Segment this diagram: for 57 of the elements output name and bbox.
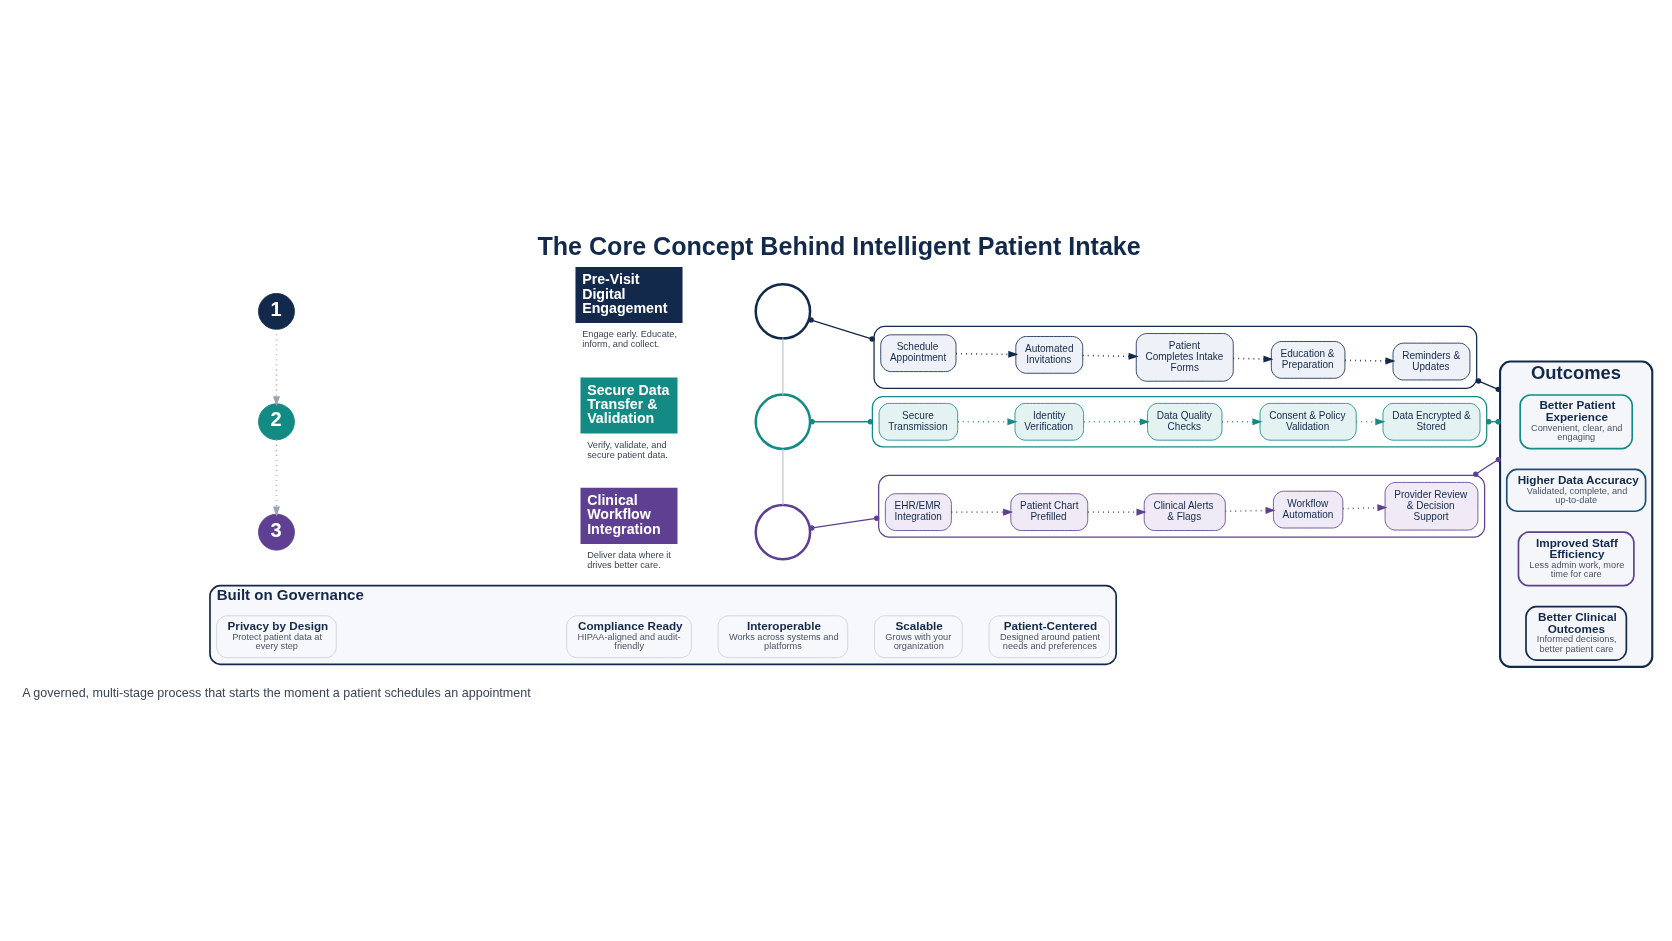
cluster (873, 325, 1478, 389)
arrow (1221, 418, 1263, 426)
node-circle (754, 393, 812, 451)
arrow (1087, 508, 1147, 516)
node-box: Secure Transmission (878, 402, 959, 441)
node-box: Reminders & Updates (1392, 342, 1471, 381)
connector (808, 317, 875, 342)
cluster (878, 474, 1486, 538)
node-label: Engage early. Educate, inform, and collect. (582, 329, 678, 350)
label: A governed, multi-stage process that starts the moment a patient schedules an appointment (22, 685, 531, 700)
node-box: Patient Completes Intake Forms (1135, 333, 1234, 382)
node-circle: 2 (258, 403, 295, 441)
node-box: Clinical Alerts & Flags (1143, 493, 1226, 531)
node-box: Patient-Centered Designed around patient needs and preferences (988, 615, 1110, 659)
arrow (1344, 357, 1396, 365)
connector (809, 515, 880, 531)
node-box: Data Encrypted & Stored (1382, 402, 1481, 441)
node-box: Automated Invitations (1015, 336, 1084, 374)
node-box: EHR/EMR Integration (884, 493, 952, 531)
node-circle: 3 (258, 513, 295, 551)
node-box: Scalable Grows with your organization (874, 615, 963, 659)
node-box: Schedule Appointment (880, 334, 957, 373)
connector (782, 337, 784, 396)
node-box: Consent & Policy Validation (1259, 402, 1357, 441)
node-box: Compliance Ready HIPAA-aligned and audit-friendly (566, 615, 692, 659)
arrow (272, 438, 280, 517)
node-box: Workflow Automation (1273, 490, 1344, 529)
node-label: Verify, validate, and secure patient data. (587, 439, 668, 460)
arrow (1355, 418, 1386, 426)
connector (1475, 378, 1501, 392)
arrow (1083, 418, 1150, 426)
node-circle: 1 (258, 292, 295, 330)
node-box: Patient Chart Prefilled (1010, 493, 1089, 531)
node-box: Education & Preparation (1270, 341, 1346, 379)
arrow (1232, 355, 1274, 363)
node-circle (754, 503, 812, 561)
node-box: Interoperable Works across systems and platforms (717, 615, 849, 659)
node-box: Privacy by Design Protect patient data at every step (216, 615, 337, 659)
node-box: Improved Staff Efficiency Less admin work, more time for care (1517, 531, 1635, 587)
cluster (871, 396, 1488, 448)
connector (809, 419, 874, 425)
connector (1473, 456, 1502, 477)
node-box: Provider Review & Decision Support (1384, 482, 1479, 531)
node-label: Deliver data where it drives better care. (587, 549, 671, 570)
node-box: Better Patient Experience Convenient, clear, and engaging (1519, 394, 1634, 450)
node-box: Secure Data Transfer & Validation (580, 377, 678, 434)
node-box: Data Quality Checks (1147, 402, 1223, 441)
node-box: Pre-Visit Digital Engagement (575, 267, 683, 324)
node-box: Higher Data Accuracy Validated, complete, and up-to-date (1505, 468, 1647, 513)
diagram-title: The Core Concept Behind Intelligent Patient Intake (537, 231, 1141, 260)
arrow (957, 418, 1018, 426)
arrow (1342, 504, 1388, 512)
node-box: Better Clinical Outcomes Informed decisions, better patient care (1525, 605, 1628, 661)
connector (782, 448, 784, 506)
arrow (1082, 352, 1139, 360)
node-box: Clinical Workflow Integration (580, 487, 678, 544)
node-box: Identity Verification (1014, 402, 1084, 441)
